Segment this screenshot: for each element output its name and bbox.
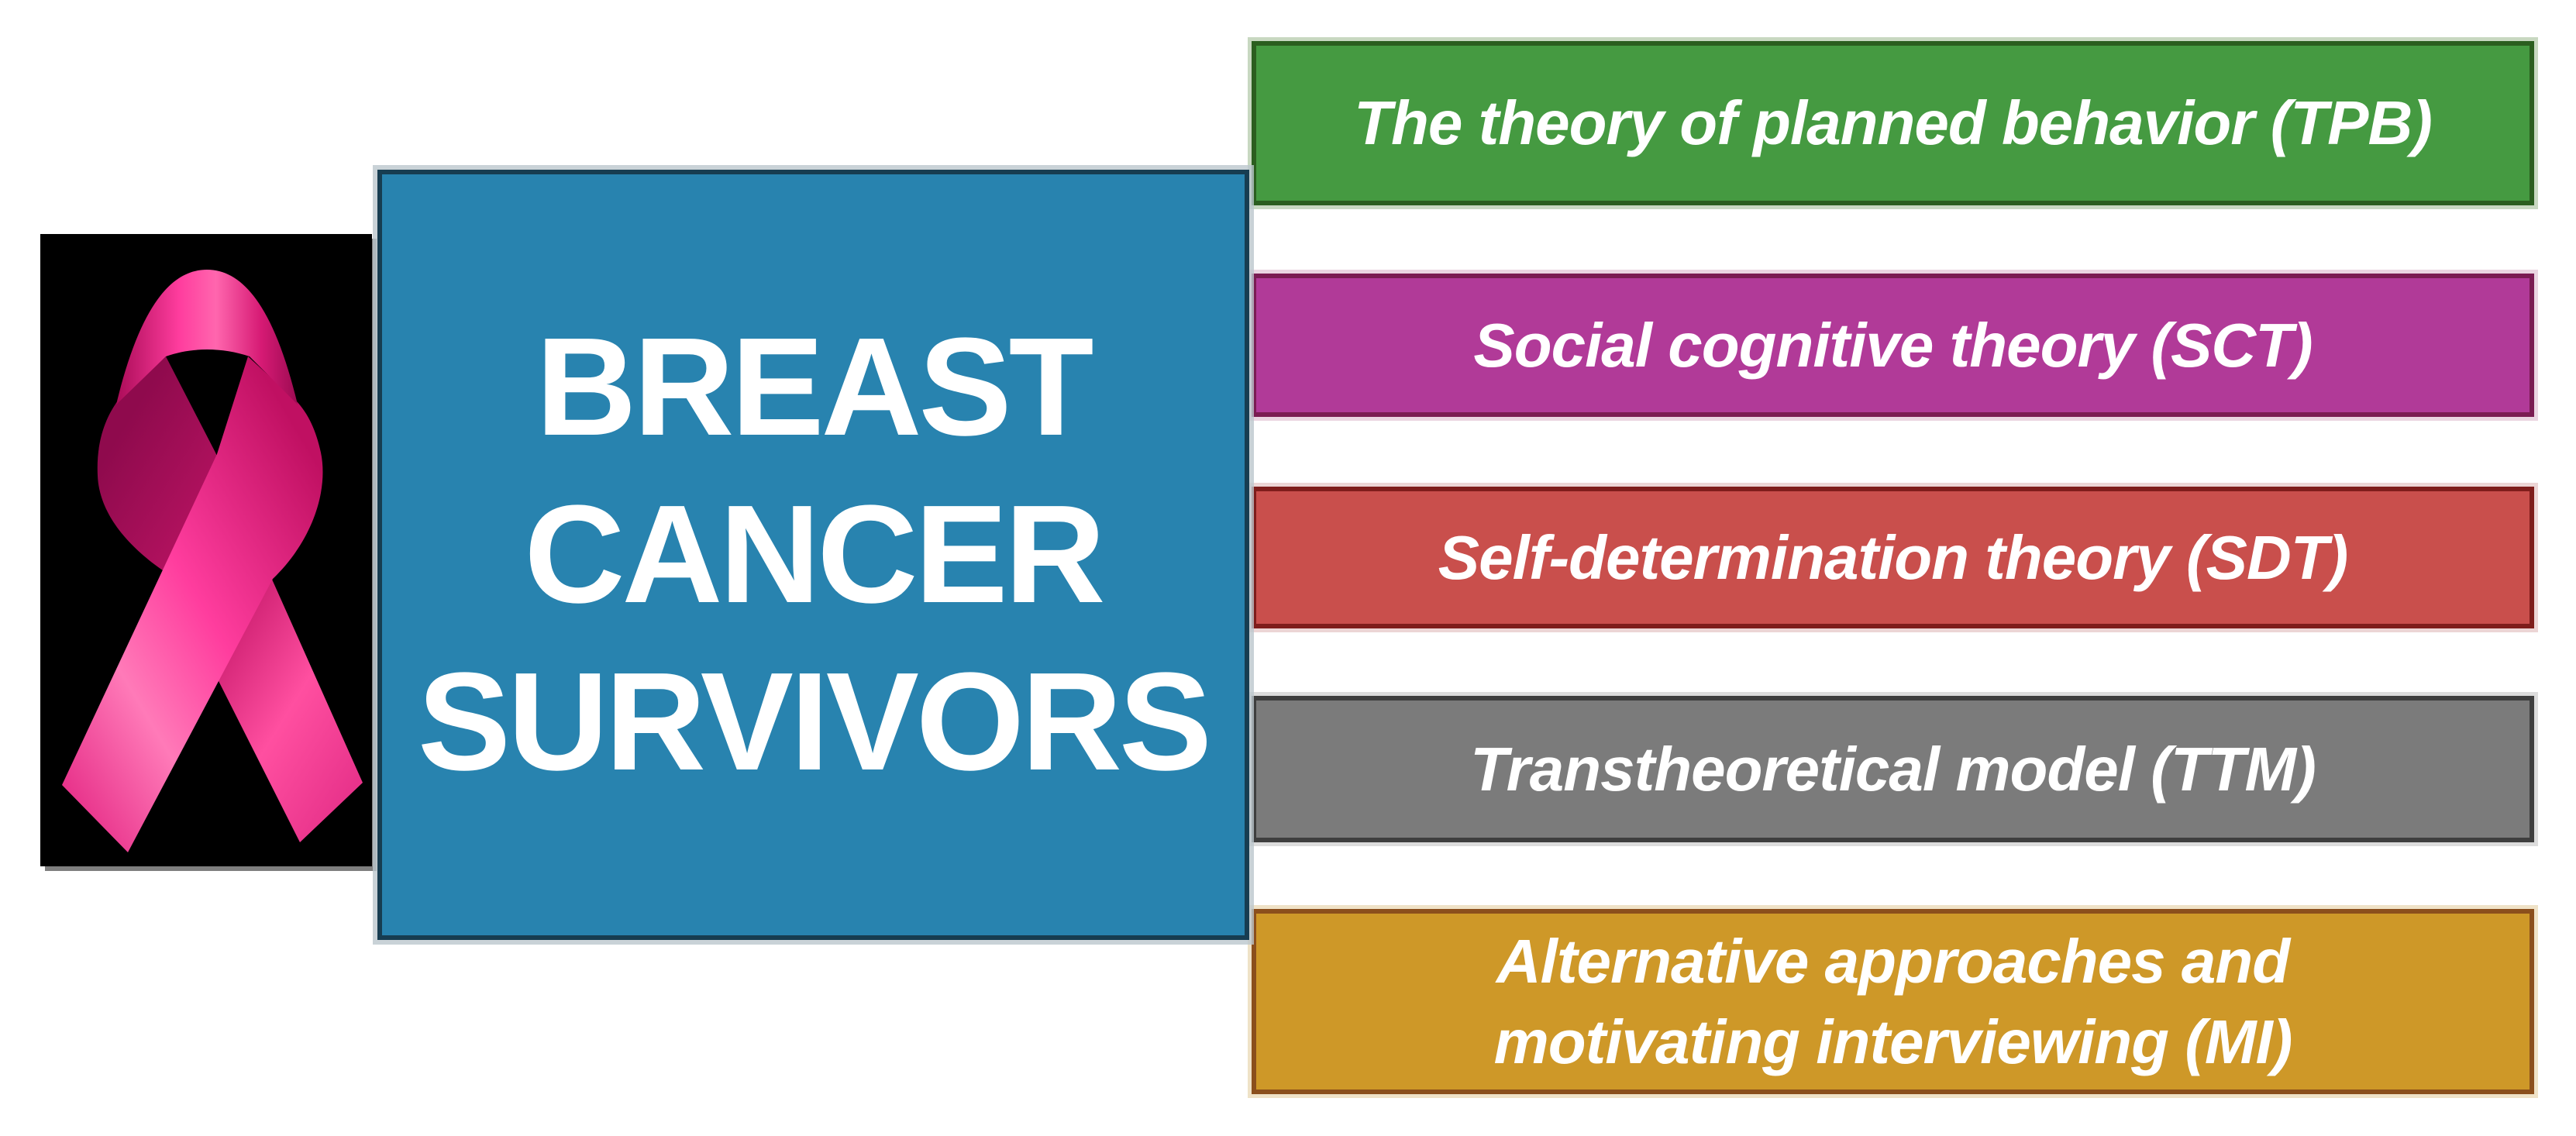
bar-self-determination-theory: Self-determination theory (SDT) [1252,487,2534,628]
breast-cancer-ribbon-icon [62,270,363,852]
bar-label: Transtheoretical model (TTM) [1470,734,2316,804]
title-line-breast: BREAST [536,309,1093,465]
ribbon-panel [40,234,372,866]
bar-theory-of-planned-behavior: The theory of planned behavior (TPB) [1252,41,2534,205]
bar-label: Alternative approaches and motivating in… [1493,926,2293,1076]
bar-label: The theory of planned behavior (TPB) [1354,88,2433,157]
title-line-cancer: CANCER [524,477,1105,632]
title-box: BREAST CANCER SURVIVORS [377,170,1249,940]
bar-alternative-approaches-mi: Alternative approaches and motivating in… [1252,909,2534,1094]
bar-transtheoretical-model: Transtheoretical model (TTM) [1252,696,2534,842]
bar-label: Social cognitive theory (SCT) [1473,310,2313,380]
title-line-survivors: SURVIVORS [418,644,1212,800]
bar-social-cognitive-theory: Social cognitive theory (SCT) [1252,274,2534,417]
bar-label: Self-determination theory (SDT) [1438,522,2349,592]
